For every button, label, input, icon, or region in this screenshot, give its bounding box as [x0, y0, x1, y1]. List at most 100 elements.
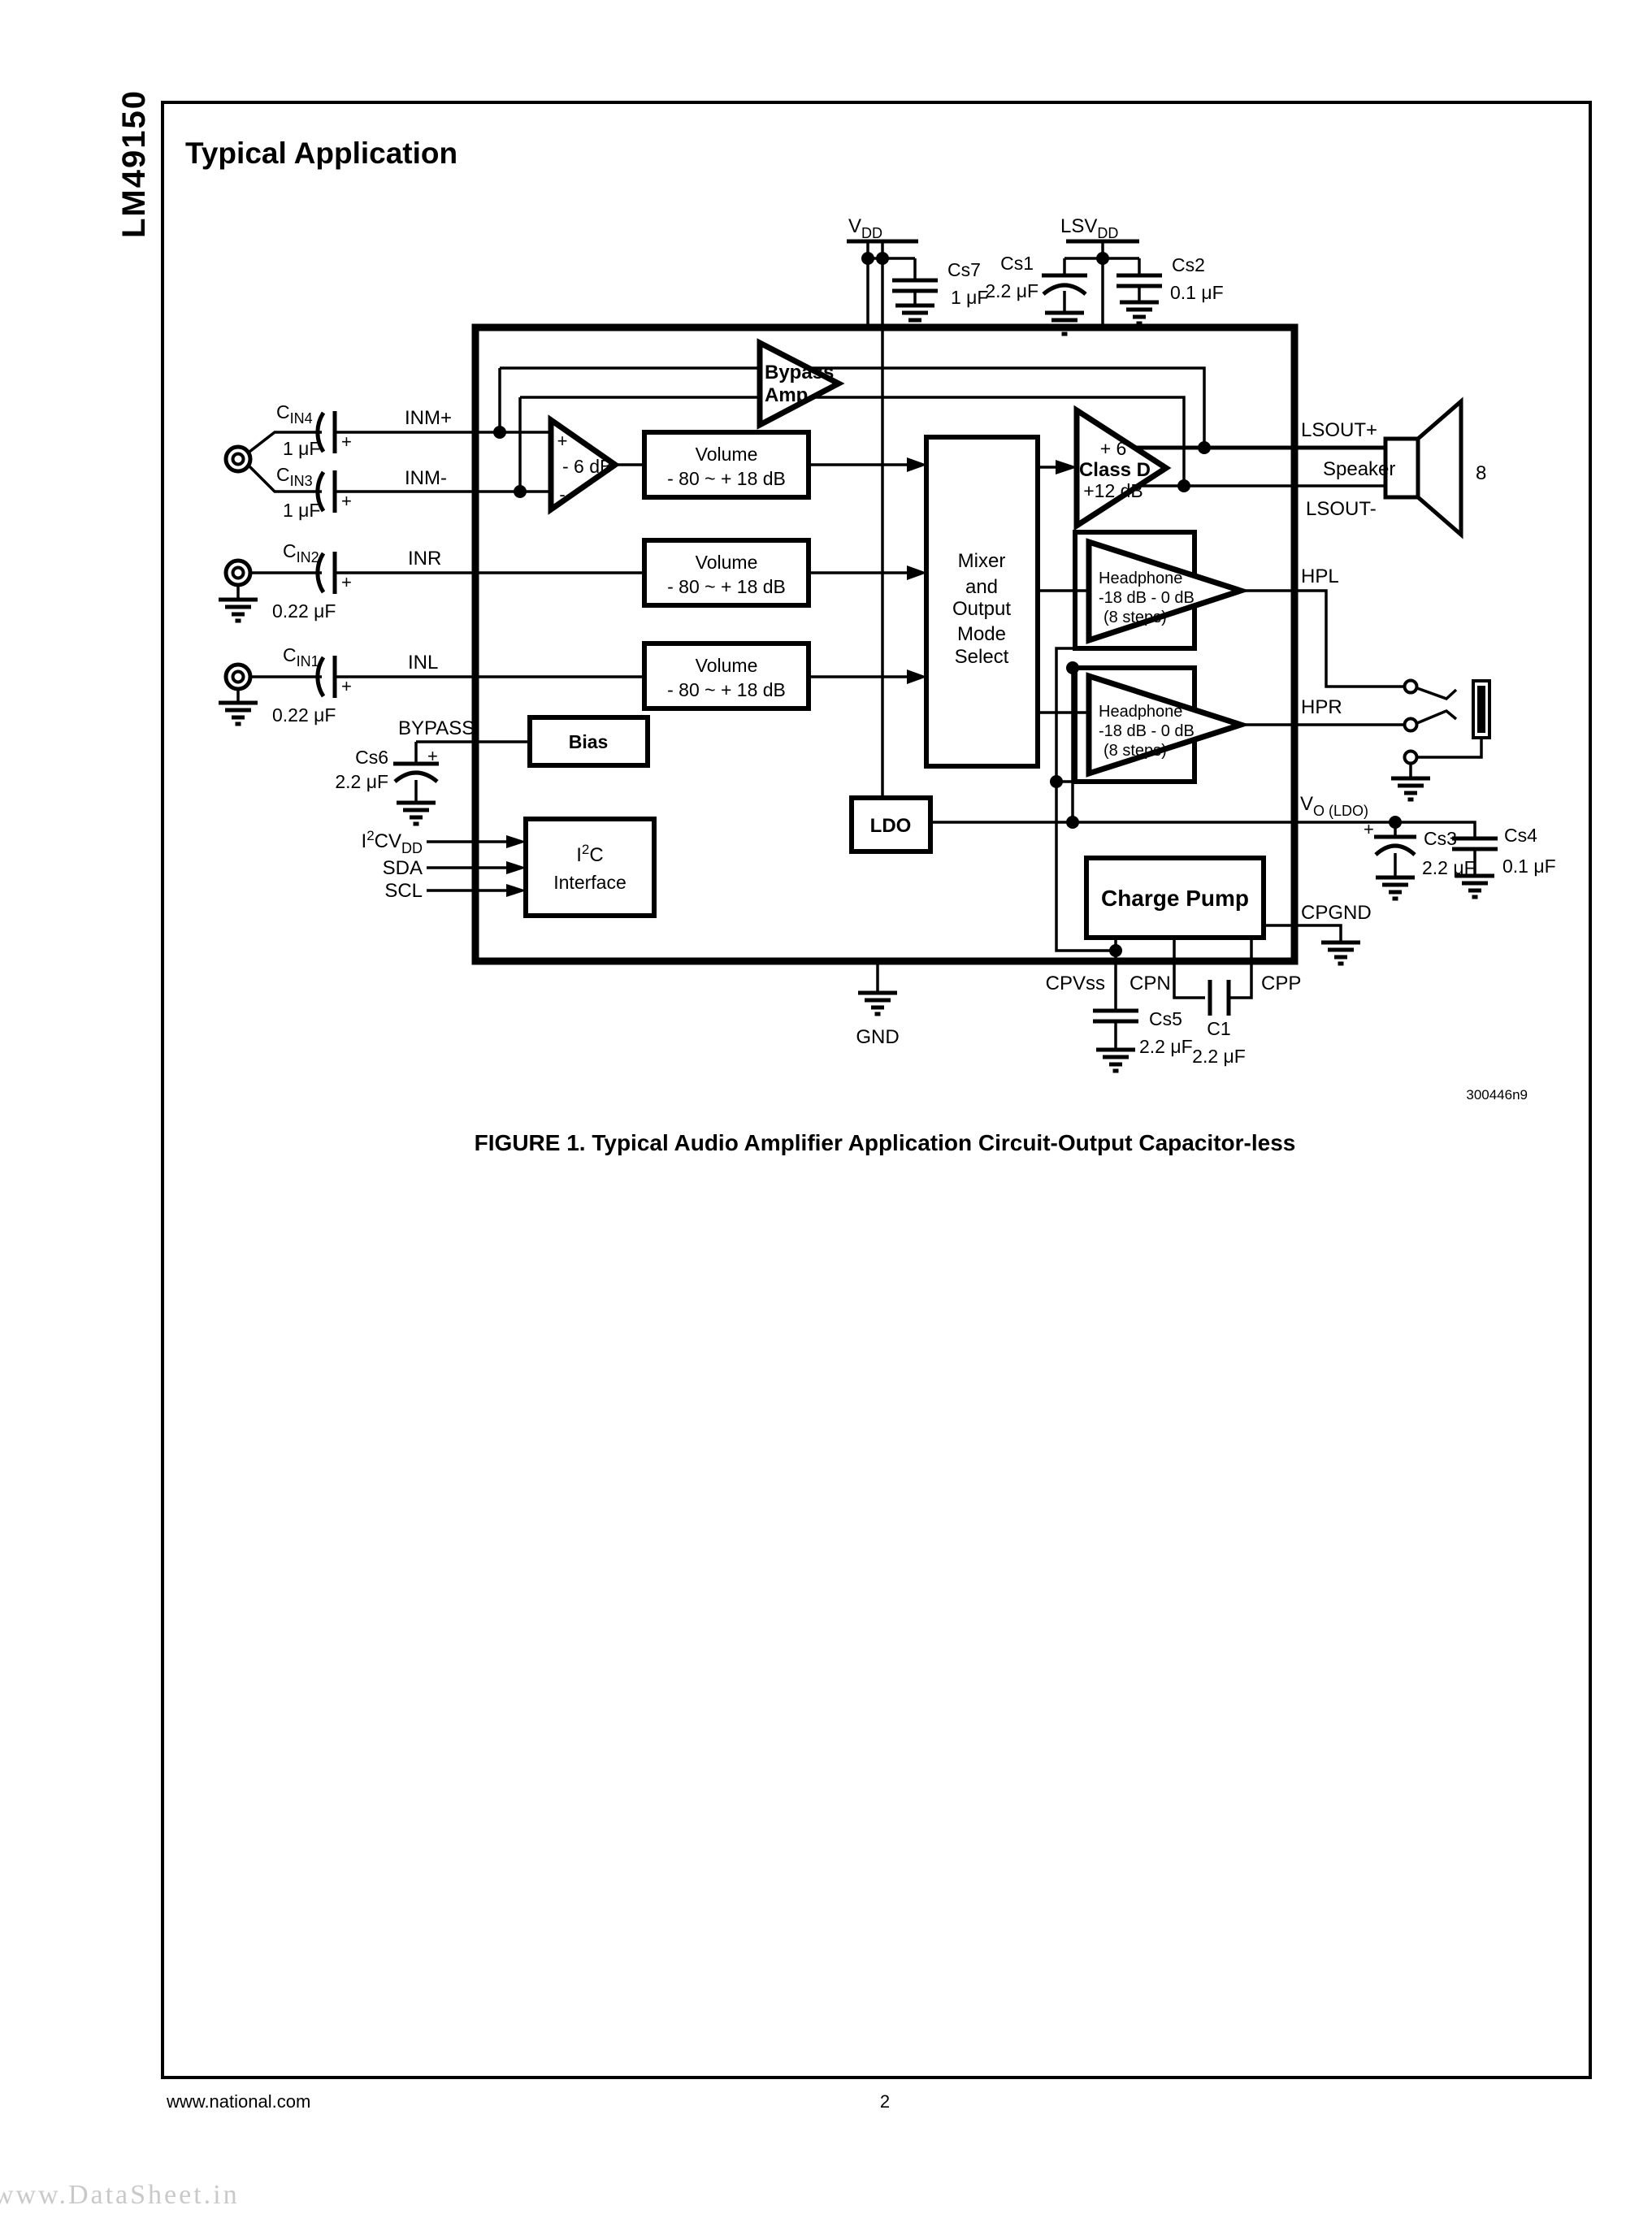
- cs5-value: 2.2 μF: [1139, 1036, 1193, 1057]
- lsout-plus-pin: LSOUT+: [1301, 419, 1377, 441]
- cs3-polarity: +: [1364, 819, 1374, 839]
- junction-dot: [876, 252, 889, 265]
- headphone-amp-triangle-right: [1086, 672, 1251, 778]
- minus6db-minus-mark: -: [559, 484, 565, 505]
- cs4-label: Cs4: [1504, 825, 1537, 846]
- hpr-pin: HPR: [1301, 696, 1342, 718]
- hpl-pin: HPL: [1301, 565, 1339, 587]
- junction-dot: [1066, 816, 1079, 829]
- speaker-impedance: 8: [1476, 462, 1486, 484]
- volume-block-r: [642, 538, 811, 608]
- ground-icon: [858, 993, 897, 1014]
- gnd-pin: GND: [856, 1026, 899, 1048]
- cin4-value: 1 μF: [283, 438, 320, 459]
- minus6db-plus-mark: +: [557, 431, 568, 451]
- inl-pin: INL: [408, 652, 438, 674]
- headphone-wiring: [1241, 589, 1483, 778]
- bias-block-label: Bias: [569, 731, 609, 752]
- page-border: [161, 101, 1592, 2079]
- footer-url: www.national.com: [166, 2091, 310, 2112]
- arrow-icon: [506, 884, 527, 897]
- input-jack-inl: [223, 662, 253, 691]
- cin2-polarity: +: [341, 572, 352, 592]
- ground-icon: [219, 600, 258, 621]
- cs7-label: Cs7: [947, 259, 981, 280]
- cs3-label: Cs3: [1424, 828, 1457, 849]
- charge-pump-block: [1084, 856, 1266, 940]
- ground-icon: [1455, 876, 1494, 897]
- junction-dot: [861, 252, 874, 265]
- supply-wiring: [866, 241, 1141, 798]
- cin1-value: 0.22 μF: [272, 704, 336, 726]
- cs6-label: Cs6: [355, 747, 388, 768]
- cin2-value: 0.22 μF: [272, 600, 336, 622]
- sda-pin: SDA: [383, 857, 423, 879]
- ground-icon: [1120, 302, 1159, 323]
- jack-contact-hpl: [1403, 678, 1419, 695]
- input-wiring: [236, 368, 644, 703]
- jack-contact-gnd: [1403, 749, 1419, 765]
- jack-plug-tip: [1477, 686, 1485, 733]
- junction-dot: [1109, 944, 1122, 957]
- cin4-polarity: +: [341, 431, 352, 452]
- arrow-icon: [907, 565, 927, 580]
- ground-icon: [895, 305, 934, 327]
- ground-icon: [1376, 877, 1415, 899]
- watermark: www.DataSheet.in: [0, 2180, 240, 2210]
- volume-block-l: [642, 641, 811, 711]
- hp-left-label-3: (8 steps): [1104, 609, 1167, 626]
- cs7-value: 1 μF: [951, 287, 988, 308]
- cs4-value: 0.1 μF: [1502, 856, 1556, 877]
- junction-dot: [514, 485, 527, 498]
- bias-block: [527, 715, 650, 768]
- mixer-label-2: and: [965, 576, 998, 598]
- volume-l-range: - 80 ~ + 18 dB: [667, 679, 786, 700]
- ground-icon: [1391, 778, 1430, 799]
- bypass-amp-label-1: Bypass: [765, 362, 834, 383]
- cin3-label: CIN3: [276, 464, 313, 489]
- cs2-label: Cs2: [1172, 254, 1205, 275]
- charge-pump-label: Charge Pump: [1101, 886, 1249, 911]
- mixer-label-4: Mode: [957, 623, 1006, 645]
- i2c-block: [523, 817, 657, 918]
- i2cvdd-pin: I2CVDD: [362, 828, 423, 856]
- minus6db-amp-triangle: [548, 414, 621, 515]
- volume-l-title: Volume: [696, 655, 758, 676]
- cpvss-pin: CPVss: [1046, 973, 1105, 994]
- volume-r-range: - 80 ~ + 18 dB: [667, 576, 786, 597]
- junction-dot: [1066, 661, 1079, 674]
- mixer-block: [924, 435, 1040, 769]
- junction-dot: [1096, 252, 1109, 265]
- inr-pin: INR: [408, 548, 441, 570]
- junction-dot: [1198, 441, 1211, 454]
- bypass-amp-triangle: [757, 338, 845, 430]
- ground-icon: [219, 703, 258, 724]
- charge-pump-cap-plates: [1093, 980, 1231, 1024]
- cin3-value: 1 μF: [283, 500, 320, 521]
- supply-cap-plates: [892, 273, 1162, 296]
- lsvdd-label: LSVDD: [1060, 215, 1118, 241]
- bypass-amp-wiring: [500, 366, 1206, 486]
- scl-pin: SCL: [384, 880, 423, 902]
- cin2-label: CIN2: [283, 540, 319, 565]
- inm-plus-pin: INM+: [405, 407, 452, 429]
- arrow-icon: [1056, 460, 1077, 474]
- hp-right-label-2: -18 dB - 0 dB: [1099, 722, 1195, 740]
- mixer-label-5: Select: [955, 646, 1009, 668]
- bypass-amp-label-2: Amp: [765, 384, 808, 406]
- headphone-amp-triangle-left: [1086, 538, 1251, 644]
- cin1-label: CIN1: [283, 644, 319, 669]
- cin4-label: CIN4: [276, 401, 313, 427]
- volume-r-title: Volume: [696, 552, 758, 573]
- volume-m-range: - 80 ~ + 18 dB: [667, 468, 786, 489]
- speaker-label: Speaker: [1323, 458, 1395, 480]
- arrow-icon: [907, 669, 927, 684]
- ldo-block-label: LDO: [870, 815, 912, 837]
- ground-icon: [1096, 1050, 1135, 1071]
- cin1-polarity: +: [341, 676, 352, 696]
- c1-label: C1: [1207, 1018, 1230, 1039]
- arrow-icon: [907, 457, 927, 472]
- page-number: 2: [880, 2091, 890, 2112]
- mixer-label-3: Output: [952, 598, 1011, 620]
